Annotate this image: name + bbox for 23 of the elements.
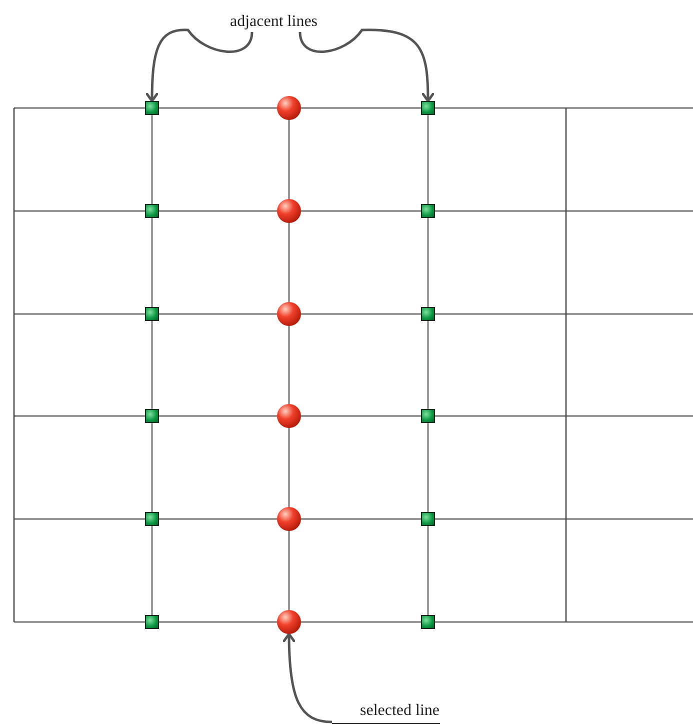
square-marker — [145, 307, 159, 321]
leader-arrow — [282, 632, 332, 724]
sphere-marker — [277, 610, 301, 634]
square-marker — [145, 512, 159, 526]
square-marker — [421, 512, 435, 526]
sphere-marker — [277, 404, 301, 428]
callout-text: selected line — [332, 701, 440, 724]
sphere-marker — [277, 199, 301, 223]
leader-arrow — [298, 28, 434, 102]
square-marker — [145, 409, 159, 423]
square-marker — [421, 204, 435, 218]
square-marker — [421, 409, 435, 423]
sphere-marker — [277, 507, 301, 531]
square-marker — [421, 101, 435, 115]
square-marker — [145, 204, 159, 218]
square-marker — [145, 101, 159, 115]
sphere-marker — [277, 96, 301, 120]
leader-arrow — [146, 28, 254, 102]
square-marker — [145, 615, 159, 629]
callout-text: adjacent lines — [230, 12, 318, 32]
square-marker — [421, 615, 435, 629]
square-marker — [421, 307, 435, 321]
sphere-marker — [277, 302, 301, 326]
